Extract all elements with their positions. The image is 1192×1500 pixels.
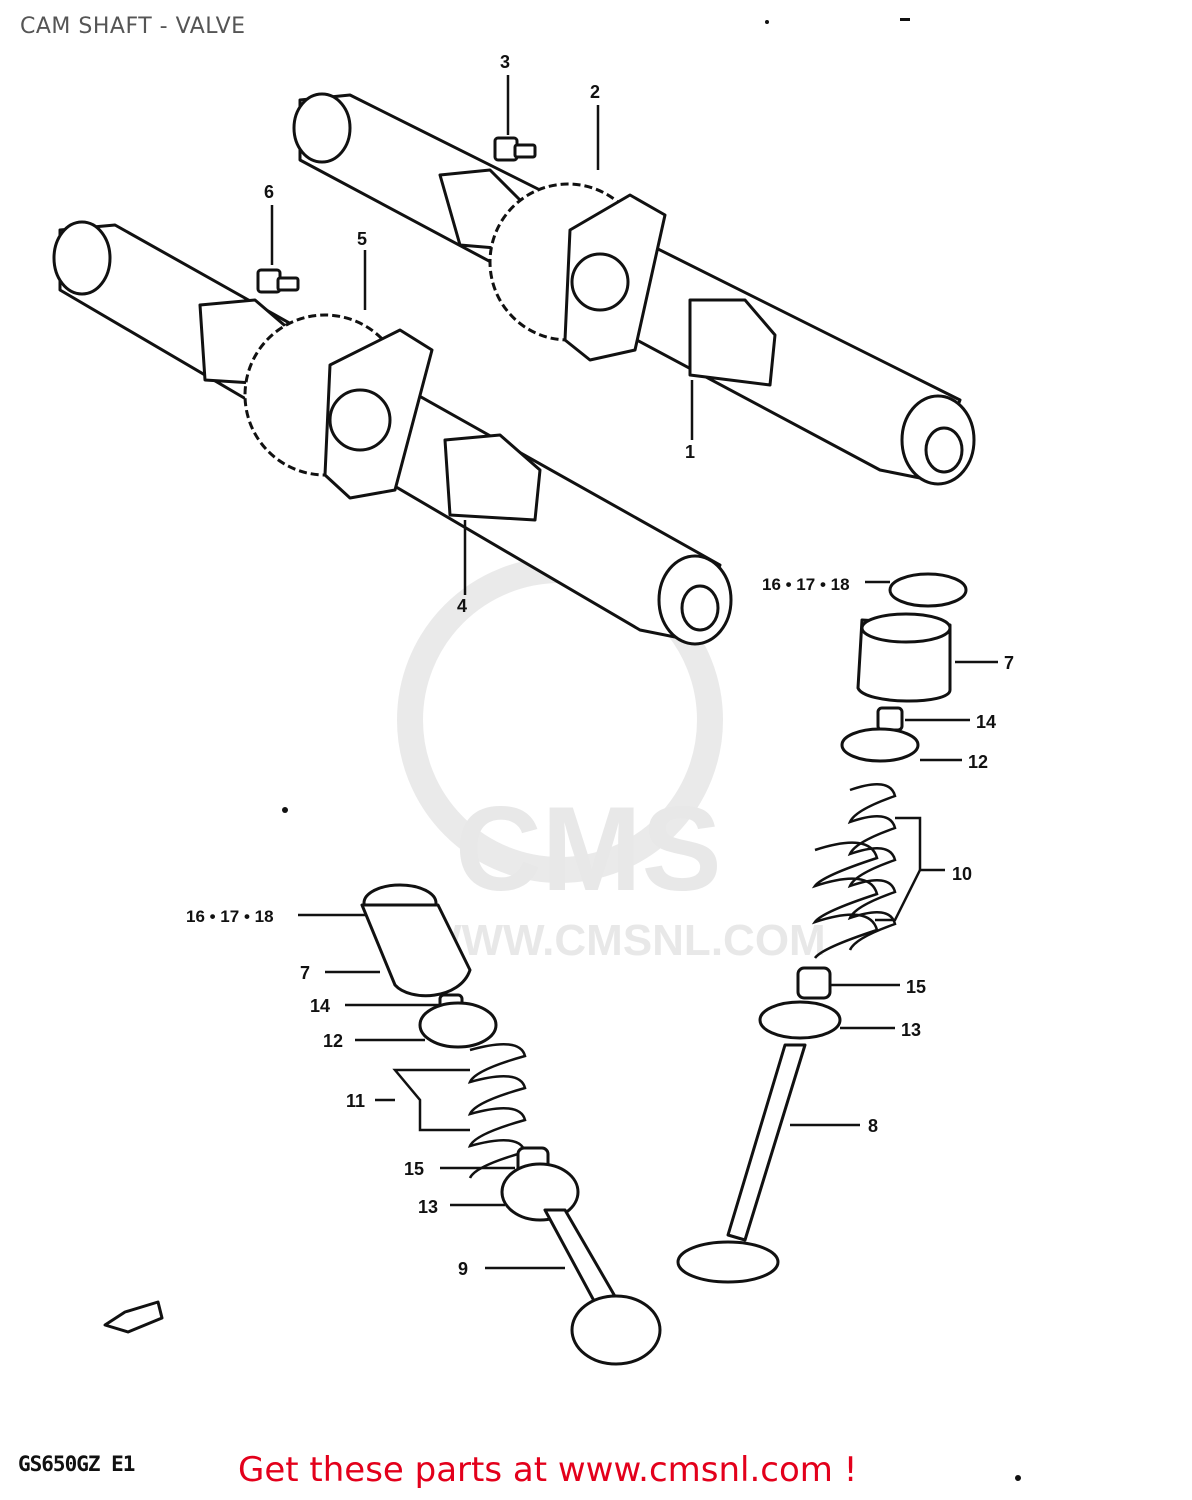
callout-5: 5 [357, 229, 367, 249]
valve-assembly-right [676, 572, 968, 1284]
callout-3: 3 [500, 52, 510, 72]
callout-14-left: 14 [310, 996, 330, 1016]
callout-13-right: 13 [901, 1020, 921, 1040]
callout-12-right: 12 [968, 752, 988, 772]
valve-assembly-left [360, 883, 662, 1366]
callout-7-right: 7 [1004, 653, 1014, 673]
callout-14-right: 14 [976, 712, 996, 732]
callout-6: 6 [264, 182, 274, 202]
cam-sprocket-lower [243, 313, 434, 500]
callout-15-right: 15 [906, 977, 926, 997]
sprocket-bolt-lower [256, 268, 300, 294]
leader-lines [270, 75, 998, 1270]
callout-9: 9 [458, 1259, 468, 1279]
callout-labels: 3 2 6 5 1 4 16 • 17 • 18 7 14 12 10 15 1… [186, 52, 1014, 1279]
callout-10: 10 [952, 864, 972, 884]
callout-15-left: 15 [404, 1159, 424, 1179]
callout-1: 1 [685, 442, 695, 462]
watermark-brand: CMS [455, 782, 722, 916]
callout-2: 2 [590, 82, 600, 102]
callout-13-left: 13 [418, 1197, 438, 1217]
callout-16-17-18-left: 16 • 17 • 18 [186, 907, 274, 926]
scan-specks [282, 18, 1021, 1481]
watermark-url: WWW.CMSNL.COM [420, 916, 826, 965]
callout-12-left: 12 [323, 1031, 343, 1051]
callout-7-left: 7 [300, 963, 310, 983]
valve-spring-right [811, 783, 897, 959]
valve-spring-left [467, 1043, 527, 1179]
front-direction-arrow-icon [103, 1300, 164, 1334]
footer-link[interactable]: Get these parts at www.cmsnl.com ! [238, 1450, 858, 1490]
page-title: CAM SHAFT - VALVE [20, 14, 246, 39]
model-code: GS650GZ E1 [18, 1452, 135, 1476]
callout-4: 4 [457, 596, 467, 616]
sprocket-bolt-upper [493, 136, 537, 162]
cms-watermark: CMS WWW.CMSNL.COM [397, 557, 826, 965]
callout-11: 11 [346, 1091, 365, 1111]
cam-sprocket-upper [488, 182, 667, 362]
callout-16-17-18-right: 16 • 17 • 18 [762, 575, 850, 594]
callout-8: 8 [868, 1116, 878, 1136]
